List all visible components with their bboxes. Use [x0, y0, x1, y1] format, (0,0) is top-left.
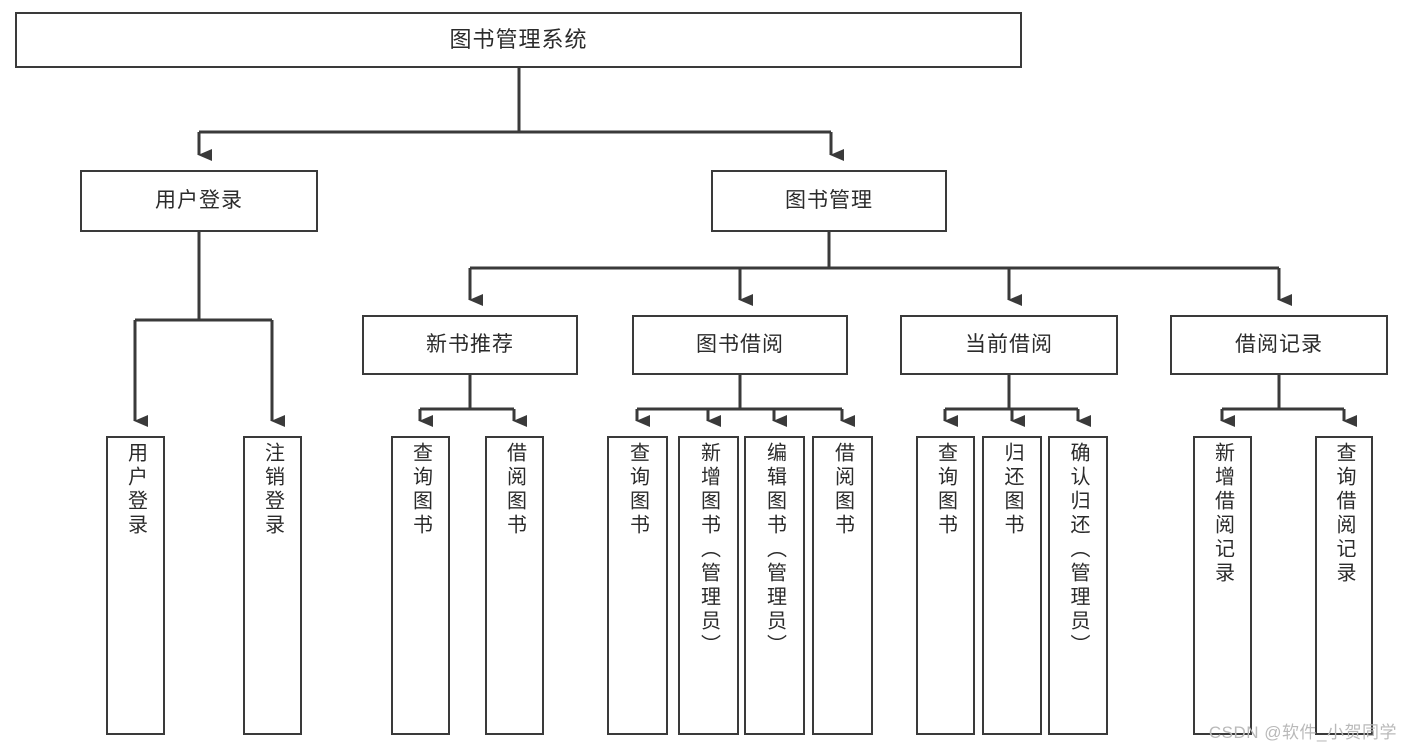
leaf-borrow-add-book-admin[interactable]: 新增图书（管理员）: [678, 436, 739, 735]
node-label: 图书借阅: [696, 333, 784, 357]
node-label: 当前借阅: [965, 333, 1053, 357]
node-label: 注销登录: [261, 442, 284, 538]
leaf-current-query-book[interactable]: 查询图书: [916, 436, 975, 735]
node-label: 归还图书: [1001, 442, 1023, 538]
node-label: 借阅记录: [1235, 333, 1323, 357]
leaf-recommend-borrow-book[interactable]: 借阅图书: [485, 436, 544, 735]
node-label: 图书管理系统: [449, 26, 588, 52]
leaf-recommend-query-book[interactable]: 查询图书: [391, 436, 450, 735]
node-current-borrow[interactable]: 当前借阅: [900, 315, 1118, 375]
node-label: 新增借阅记录: [1211, 442, 1234, 586]
leaf-borrow-query-book[interactable]: 查询图书: [607, 436, 668, 735]
node-label: 查询图书: [409, 442, 432, 538]
leaf-record-query-record[interactable]: 查询借阅记录: [1315, 436, 1373, 735]
leaf-current-return-book[interactable]: 归还图书: [982, 436, 1042, 735]
node-book-borrow[interactable]: 图书借阅: [632, 315, 848, 375]
node-label: 借阅图书: [831, 442, 854, 538]
node-label: 查询图书: [626, 442, 649, 538]
node-label: 确认归还（管理员）: [1067, 442, 1089, 658]
node-label: 借阅图书: [503, 442, 526, 538]
leaf-borrow-edit-book-admin[interactable]: 编辑图书（管理员）: [744, 436, 805, 735]
leaf-borrow-borrow-book[interactable]: 借阅图书: [812, 436, 873, 735]
node-borrow-record[interactable]: 借阅记录: [1170, 315, 1388, 375]
leaf-current-confirm-return-admin[interactable]: 确认归还（管理员）: [1048, 436, 1108, 735]
node-label: 新增图书（管理员）: [697, 442, 720, 658]
node-label: 用户登录: [124, 442, 147, 538]
node-label: 编辑图书（管理员）: [763, 442, 786, 658]
leaf-user-login-login[interactable]: 用户登录: [106, 436, 165, 735]
node-label: 新书推荐: [426, 333, 514, 357]
node-label: 查询图书: [934, 442, 957, 538]
node-label: 图书管理: [785, 189, 873, 213]
leaf-user-login-logout[interactable]: 注销登录: [243, 436, 302, 735]
watermark-text: CSDN @软件_小贺同学: [1208, 723, 1397, 742]
node-new-book-recommend[interactable]: 新书推荐: [362, 315, 578, 375]
node-label: 用户登录: [155, 189, 243, 213]
leaf-record-add-record[interactable]: 新增借阅记录: [1193, 436, 1252, 735]
node-user-login[interactable]: 用户登录: [80, 170, 318, 232]
node-label: 查询借阅记录: [1333, 442, 1355, 586]
node-book-management[interactable]: 图书管理: [711, 170, 947, 232]
node-root-system[interactable]: 图书管理系统: [15, 12, 1022, 68]
